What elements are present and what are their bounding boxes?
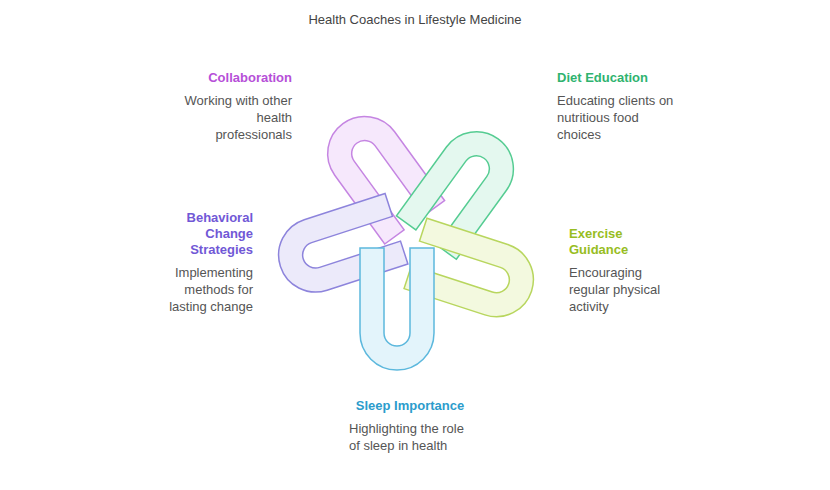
topic-block: Exercise GuidanceEncouraging regular phy…: [569, 226, 677, 315]
topic-block: Behavioral Change StrategiesImplementing…: [149, 210, 253, 315]
topic-description: Highlighting the role of sleep in health: [349, 420, 471, 454]
topic-heading: Diet Education: [557, 70, 675, 86]
hoop-sleep: [360, 248, 434, 370]
topic-description: Encouraging regular physical activity: [569, 264, 677, 315]
diagram-title: Health Coaches in Lifestyle Medicine: [0, 12, 830, 27]
topic-block: Sleep ImportanceHighlighting the role of…: [349, 398, 471, 454]
topic-heading: Behavioral Change Strategies: [149, 210, 253, 258]
topic-description: Working with other health professionals: [182, 92, 292, 143]
hoop-behavioral: [269, 194, 408, 302]
topic-block: Diet EducationEducating clients on nutri…: [557, 70, 675, 143]
topic-heading: Collaboration: [182, 70, 292, 86]
topic-heading: Exercise Guidance: [569, 226, 677, 258]
topic-description: Educating clients on nutritious food cho…: [557, 92, 675, 143]
topic-heading: Sleep Importance: [349, 398, 471, 414]
topic-description: Implementing methods for lasting change: [149, 264, 253, 315]
topic-block: CollaborationWorking with other health p…: [182, 70, 292, 143]
